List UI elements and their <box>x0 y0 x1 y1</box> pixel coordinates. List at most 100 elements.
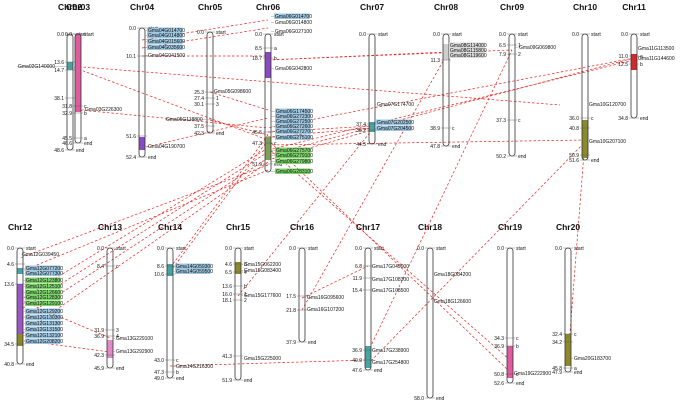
gene-label: Gma12G129100 <box>26 301 63 307</box>
gene-highlight <box>25 270 61 276</box>
gene-label: Gma04G190700 <box>148 144 185 150</box>
position-value: 0.0 <box>65 32 72 38</box>
gene-label: Gma17G254800 <box>372 360 409 366</box>
position-value: 27.4 <box>194 96 204 102</box>
gene-highlight <box>275 128 311 134</box>
position-label: start <box>116 246 126 252</box>
chromosome-title: Chr05 <box>198 2 222 12</box>
position-label: end <box>640 116 649 122</box>
gene-label: Gma06G272700 <box>276 129 313 135</box>
position-value: 47.8 <box>430 144 440 150</box>
synteny-link <box>141 19 269 41</box>
position-value: 40.9 <box>352 358 362 364</box>
position-label: end <box>176 376 185 382</box>
position-value: 38.2 <box>356 128 366 134</box>
gene-label: Gma12G039450 <box>22 252 59 258</box>
gene-label: Gma14G216300 <box>176 364 213 370</box>
gene-label: Gma12G077200 <box>26 266 63 272</box>
position-label: end <box>244 378 253 384</box>
gene-label: Gma17G108300 <box>372 277 409 283</box>
chromosome-title: Chr06 <box>256 2 280 12</box>
gene-label: Gma18G084200 <box>434 272 471 278</box>
gene-label: Gma19G222900 <box>514 371 551 377</box>
position-label: start <box>452 32 462 38</box>
chromosome-title: Chr16 <box>290 222 314 232</box>
chromosome-title: Chr02 <box>58 2 82 12</box>
chromosome-body <box>508 33 516 157</box>
chromosome-region <box>631 54 637 70</box>
position-value: 0.0 <box>289 246 296 252</box>
gene-highlight <box>25 294 61 300</box>
gene-label: Gma07G204500 <box>377 126 414 132</box>
position-label: start <box>518 32 528 38</box>
gene-label: Gma06G014700 <box>275 14 312 20</box>
position-value: 44.5 <box>356 142 366 148</box>
chromosome-region <box>67 62 73 70</box>
gene-highlight <box>449 52 485 58</box>
position-value: 10.1 <box>126 54 136 60</box>
chromosome-region <box>369 122 375 132</box>
chromosome-region <box>365 346 371 368</box>
position-label: start <box>308 246 318 252</box>
gene-label: Gma11G113500 <box>638 46 674 52</box>
chromosome-chr04: Chr040.0start10.151.652.4endGma04G014700… <box>126 2 185 161</box>
gene-highlight <box>147 38 183 44</box>
position-label: end <box>148 155 157 161</box>
chromosome-title: Chr03 <box>66 2 90 12</box>
position-label: b <box>274 56 277 62</box>
synteny-link <box>169 139 269 273</box>
position-label: start <box>274 32 284 38</box>
gene-label: Gma12G208200 <box>26 339 63 345</box>
gene-label: Gma12G131300 <box>26 321 63 327</box>
gene-label: Gma12G126600 <box>26 290 63 296</box>
position-value: 51.6 <box>126 134 136 140</box>
gene-highlight <box>376 125 412 131</box>
position-value: 13.6 <box>222 284 232 290</box>
position-label: start <box>76 32 86 38</box>
position-label: 2 <box>518 52 521 58</box>
gene-highlight <box>25 289 61 295</box>
gene-highlight <box>25 314 61 320</box>
position-label: c <box>516 336 519 342</box>
chromosome-region <box>565 334 571 366</box>
synteny-links <box>19 19 635 373</box>
position-value: 16.0 <box>222 292 232 298</box>
gene-highlight <box>25 338 61 344</box>
position-value: 0.0 <box>197 30 204 36</box>
position-label: 1 <box>244 292 247 298</box>
position-value: 47.9 <box>552 370 562 376</box>
gene-label: Gma04G014800 <box>148 33 185 39</box>
position-label: end <box>84 141 93 147</box>
gene-label: Gma08G114000 <box>450 43 487 49</box>
gene-highlight <box>25 265 61 271</box>
gene-label: Gma12G125100 <box>26 284 63 290</box>
gene-label: Gma17G108500 <box>372 288 409 294</box>
synteny-link <box>267 147 511 361</box>
position-label: start <box>244 246 254 252</box>
chromosome-body <box>66 33 74 151</box>
gene-highlight <box>25 300 61 306</box>
synteny-link <box>141 27 269 49</box>
position-value: 0.0 <box>417 246 424 252</box>
chromosome-title: Chr20 <box>556 222 580 232</box>
gene-label: Gma04G015600 <box>148 39 185 45</box>
position-value: 17.5 <box>286 294 296 300</box>
position-value: 52.6 <box>494 381 504 387</box>
gene-label: Gma04G035600 <box>148 45 185 51</box>
position-value: 37.9 <box>286 340 296 346</box>
position-label: c <box>176 358 179 364</box>
gene-label: Gma09G069800 <box>519 45 556 51</box>
position-label: a <box>274 46 277 52</box>
position-label: 4 <box>116 334 119 340</box>
position-value: 50.9 <box>569 153 579 159</box>
chromosome-region <box>17 334 23 346</box>
position-label: start <box>591 32 601 38</box>
gene-label: Gma03G226300 <box>85 107 122 113</box>
position-value: 46.6 <box>62 141 72 147</box>
position-value: 8.6 <box>157 264 164 270</box>
gene-highlight <box>25 308 61 314</box>
